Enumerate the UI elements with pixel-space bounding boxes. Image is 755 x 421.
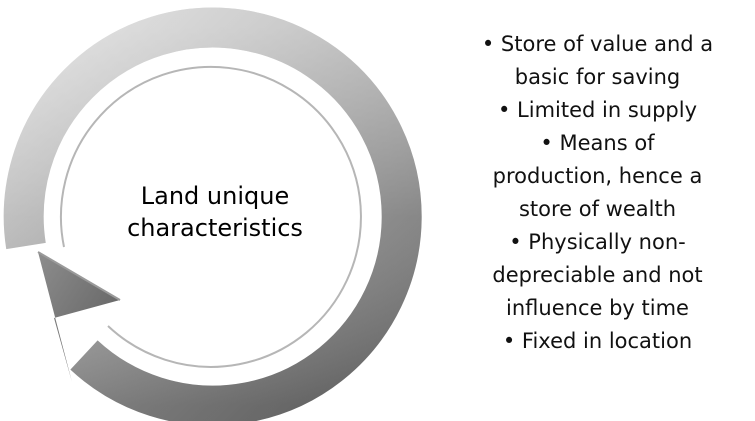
characteristic-line: production, hence a xyxy=(492,164,703,188)
circular-arrow-icon xyxy=(3,7,422,421)
cycle-ring-inner-edge xyxy=(59,65,362,368)
characteristic-line: store of wealth xyxy=(518,197,677,221)
center-label-line-2: characteristics xyxy=(127,214,303,242)
characteristic-store-of-value: • Store of value and a basic for saving xyxy=(440,28,755,94)
characteristic-fixed-location: • Fixed in location xyxy=(440,325,755,358)
characteristics-list: • Store of value and a basic for saving … xyxy=(440,28,755,358)
characteristic-line: basic for saving xyxy=(514,65,681,89)
characteristic-means-of-production: • Means of production, hence a store of … xyxy=(440,127,755,226)
cycle-arrow-head xyxy=(38,252,120,382)
characteristic-line: • Store of value and a xyxy=(481,32,714,56)
characteristic-line: • Fixed in location xyxy=(502,329,693,353)
cycle-arrow-head-edge xyxy=(37,251,121,301)
characteristic-line: • Means of xyxy=(540,131,655,155)
characteristic-line: depreciable and not xyxy=(492,263,703,287)
characteristic-limited-supply: • Limited in supply xyxy=(440,94,755,127)
characteristic-line: • Limited in supply xyxy=(497,98,698,122)
characteristic-line: • Physically non- xyxy=(509,230,686,254)
characteristic-line: influence by time xyxy=(506,296,689,320)
center-label: Land unique characteristics xyxy=(90,180,340,244)
center-label-line-1: Land unique xyxy=(140,182,290,210)
characteristic-non-depreciable: • Physically non- depreciable and not in… xyxy=(440,226,755,325)
cycle-ring-highlight xyxy=(3,7,422,421)
circular-arrow-graphic xyxy=(3,7,422,421)
